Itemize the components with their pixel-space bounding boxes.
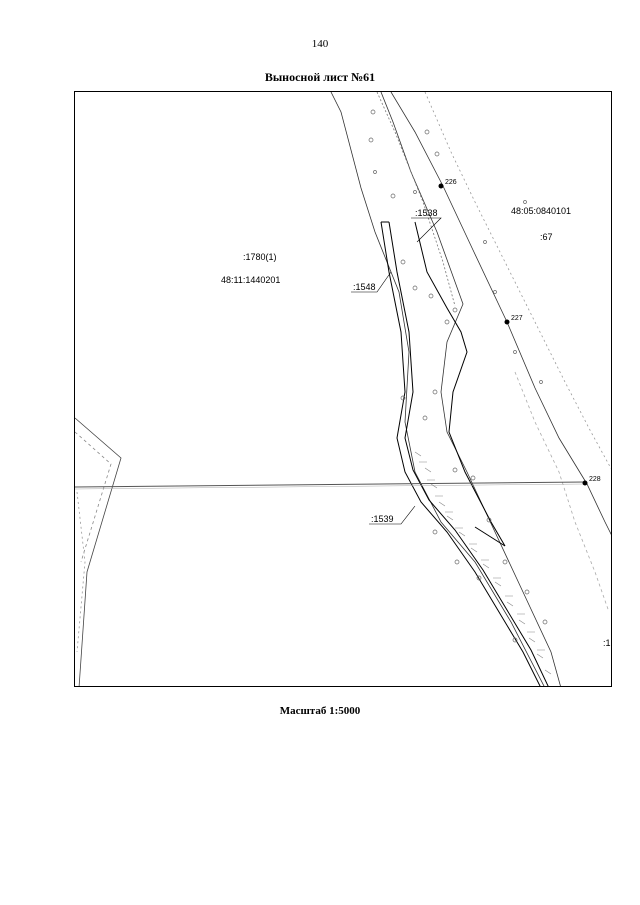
label-parcel-1538: :1538: [415, 208, 438, 218]
west-boundary: [75, 417, 122, 686]
label-point-227: 227: [511, 315, 523, 322]
point-226: [438, 183, 444, 189]
label-parcel-1780: :1780(1): [243, 252, 277, 262]
point-227: [504, 319, 510, 325]
hatched-area: [414, 451, 552, 675]
inner-strip: [380, 221, 549, 686]
east-boundary: [390, 92, 611, 613]
label-point-228: 228: [589, 476, 601, 483]
scale-label: Масштаб 1:5000: [279, 705, 361, 717]
label-parcel-1548: :1548: [353, 282, 376, 292]
point-228: [582, 480, 588, 486]
label-cadastral-east: 48:05:0840101: [511, 206, 571, 216]
sheet-title: Выносной лист №61: [264, 70, 376, 84]
vegetation-symbols: [368, 109, 548, 643]
crossing-line: [75, 481, 586, 488]
label-parcel-1539: :1539: [371, 514, 394, 524]
cadastral-map: 48:05:0840101 :67 :1780(1) 48:11:1440201…: [75, 92, 611, 686]
label-parcel-67: :67: [540, 232, 553, 242]
map-frame: 48:05:0840101 :67 :1780(1) 48:11:1440201…: [74, 91, 612, 687]
label-cadastral-west: 48:11:1440201: [221, 275, 280, 285]
page-number: 140: [311, 38, 329, 50]
label-leaders: [351, 217, 442, 525]
label-parcel-edge: :1: [603, 638, 611, 648]
label-point-226: 226: [445, 179, 457, 186]
survey-points: [438, 183, 588, 486]
corridor-boundaries: [330, 92, 561, 686]
